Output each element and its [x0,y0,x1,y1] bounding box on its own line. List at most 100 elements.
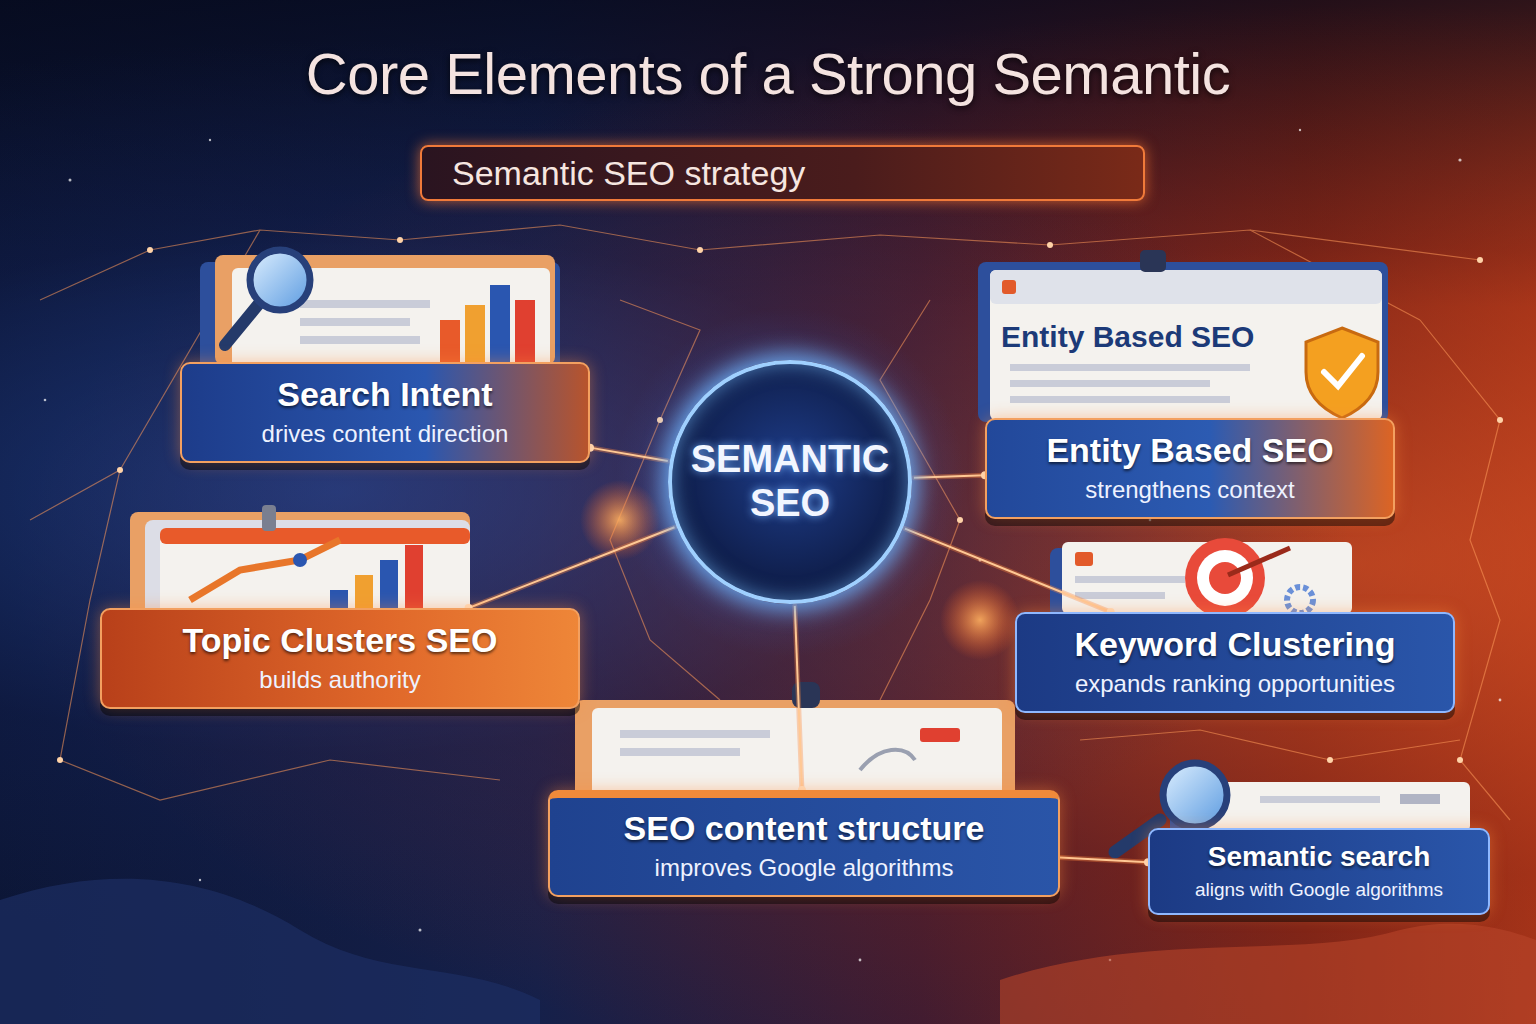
network-dot [117,467,123,473]
header-strip [160,528,470,544]
target [1185,538,1265,618]
star [1299,129,1301,131]
element-title: Keyword Clustering [1035,624,1435,665]
magnifier-lens [1163,763,1227,827]
text-line [1400,794,1440,804]
bar [490,285,510,365]
connector-line [914,475,985,477]
banner-text: Semantic SEO strategy [452,154,805,193]
text-line [620,730,770,738]
header-strip [990,270,1382,304]
connector-line [1060,857,1148,862]
element-label: Topic Clusters SEO builds authority [100,608,580,709]
element-label: Entity Based SEOEntity Based SEOstrength… [985,418,1395,519]
network-dot [1457,757,1463,763]
card-heading: Entity Based SEO [1001,320,1254,354]
document [990,270,1382,420]
network-dot [1327,757,1333,763]
text-line [300,336,420,344]
back-page [145,520,470,620]
network-nodes [57,237,1503,763]
shield [1306,328,1378,418]
element-title: Search Intent [200,374,570,415]
star [69,179,72,182]
network-dot [1047,242,1053,248]
element-description: builds authority [120,665,560,695]
star [1499,699,1502,702]
connector-glow [469,527,675,608]
bar [465,305,485,365]
connector [905,529,1115,616]
connector-glow [795,606,802,790]
glow [940,580,1020,660]
star [1458,158,1461,161]
network-dot [57,757,63,763]
network-dot [397,237,403,243]
star [44,399,47,402]
network-lines [30,225,1510,820]
header-dot [1002,280,1016,294]
cloud-wave [1000,924,1536,1024]
star [419,929,422,932]
connector-line [590,448,668,461]
cloud-wave [0,879,540,1024]
diagram-title: Core Elements of a Strong Semantic [0,40,1536,107]
element-description: expands ranking opportunities [1035,669,1435,699]
curve-arrow [860,750,915,770]
target [1209,562,1241,594]
element-label: Keyword Clustering expands ranking opport… [1015,612,1455,713]
document-card [200,250,560,372]
text-line [620,748,740,756]
glow [615,307,965,657]
element-label: SEO content structureimproves Google alg… [548,790,1060,897]
header-dot [1075,552,1093,566]
back-page [575,700,1015,800]
magnifier-handle [225,300,262,345]
text-line [1260,796,1380,803]
network-dot [697,247,703,253]
element-title: Semantic search [1168,840,1470,874]
text-line [1075,576,1185,583]
star [859,959,862,962]
bar [440,320,460,365]
connector-line [905,529,1111,612]
gear [1287,587,1313,613]
element-description: drives content direction [200,419,570,449]
document-card [978,250,1388,422]
star [199,879,201,881]
clip [262,505,276,531]
connector-line [469,527,675,608]
document-card [130,505,470,620]
hub-text: SEMANTIC SEO [690,438,890,525]
connector [914,471,989,479]
element-title: Topic Clusters SEO [120,620,560,661]
text-line [1010,396,1230,403]
bar [515,300,535,365]
element-description: strengthens context [1005,475,1375,505]
clip [1140,250,1166,272]
check-mark [1324,356,1362,386]
back-page [978,262,1388,422]
element-title: SEO content structure [568,808,1040,849]
network-dot [1477,257,1483,263]
subtitle-banner: Semantic SEO strategy [420,145,1145,201]
trend-dot [293,553,307,567]
magnifier-lens [250,250,310,310]
text-line [1010,380,1210,387]
stars [44,129,1502,962]
network-line [1080,730,1460,760]
text-line [300,300,430,308]
network-line [1420,320,1510,820]
text-line [300,318,410,326]
connector [586,444,668,461]
connector [795,606,806,794]
star [209,139,211,141]
connector-line [795,606,802,790]
target [1197,550,1253,606]
network-dot [147,247,153,253]
connector [465,527,675,612]
connector-glow [590,448,668,461]
connector-glow [905,529,1111,612]
trend-arrow [190,540,340,600]
